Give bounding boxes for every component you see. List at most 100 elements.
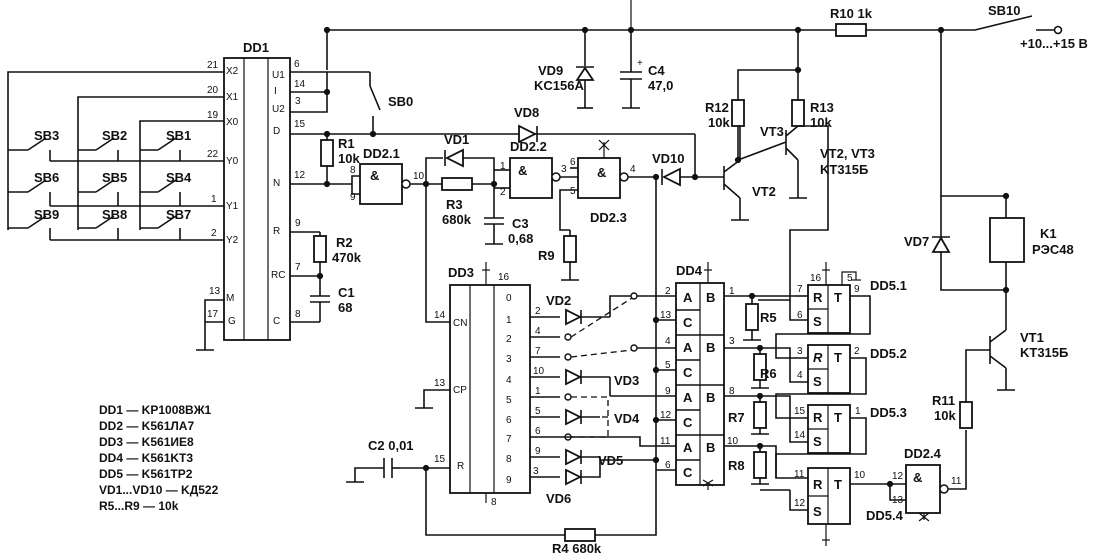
sb0-switch: SB0 [327,71,413,138]
svg-text:470k: 470k [332,250,362,265]
r10-label: R10 1k [830,6,873,21]
svg-text:G: G [228,316,236,327]
svg-text:68: 68 [338,300,352,315]
svg-text:2: 2 [500,187,506,198]
svg-text:680k: 680k [442,212,472,227]
svg-text:11: 11 [794,469,805,480]
power-rail: R10 1k SB10 +10...+15 B [323,0,1088,70]
dd5-1: R S T 7 6 9 16 5 DD5.1 [775,262,907,359]
svg-text:A: A [683,290,693,305]
diodes-vd2-vd6: VD2 VD3 VD4 VD5 VD6 [546,292,656,506]
svg-text:1: 1 [506,315,512,326]
svg-text:R: R [813,477,823,492]
svg-text:R6: R6 [760,366,777,381]
svg-text:VT3: VT3 [760,124,784,139]
svg-text:X1: X1 [226,92,239,103]
svg-text:6: 6 [797,310,803,321]
vd8-diode: VD8 [514,105,696,177]
svg-text:VT2, VT3: VT2, VT3 [820,146,875,161]
svg-text:1: 1 [500,161,506,172]
svg-text:0: 0 [506,293,512,304]
svg-text:1: 1 [729,286,735,297]
svg-text:S: S [813,374,822,389]
svg-text:C: C [683,365,693,380]
svg-text:R4 680k: R4 680k [552,541,602,556]
r9-resistor: R9 [538,230,579,281]
svg-text:7: 7 [506,434,512,445]
dd5-3: R S T 15 14 1 DD5.3 [760,395,907,479]
svg-text:4: 4 [535,326,541,337]
svg-text:7: 7 [535,346,541,357]
svg-text:SB6: SB6 [34,170,59,185]
svg-text:U1: U1 [272,70,285,81]
svg-text:SB8: SB8 [102,207,127,222]
svg-text:VT2: VT2 [752,184,776,199]
svg-text:1: 1 [855,406,861,417]
svg-text:11: 11 [660,436,671,447]
dd4-chip: DD4 A C A C A C A C B B B B [560,262,796,490]
svg-text:12: 12 [294,170,306,181]
svg-text:3: 3 [533,466,539,477]
svg-text:DD4 — K561KT3: DD4 — K561KT3 [99,451,193,465]
svg-text:DD1 — KP1008BЖ1: DD1 — KP1008BЖ1 [99,403,212,417]
svg-text:&: & [913,470,922,485]
c4-label: C4 [648,63,665,78]
svg-text:15: 15 [794,406,806,417]
svg-text:3: 3 [295,96,301,107]
svg-text:2: 2 [535,306,541,317]
svg-text:8: 8 [295,309,301,320]
svg-text:13: 13 [660,310,672,321]
svg-text:DD5.1: DD5.1 [870,278,907,293]
svg-text:3: 3 [506,354,512,365]
svg-text:C3: C3 [512,216,529,231]
svg-text:K1: K1 [1040,226,1057,241]
svg-text:13: 13 [209,286,221,297]
r2-c1-network: R2 470k C1 68 [310,232,362,322]
svg-text:DD5.4: DD5.4 [866,508,904,523]
svg-text:10: 10 [727,436,739,447]
svg-text:C: C [683,465,693,480]
svg-text:&: & [518,163,527,178]
svg-text:5: 5 [847,273,853,284]
svg-text:6: 6 [665,460,671,471]
svg-text:X0: X0 [226,117,239,128]
svg-text:12: 12 [892,471,904,482]
svg-text:&: & [370,168,379,183]
svg-text:15: 15 [434,454,446,465]
svg-text:VT1: VT1 [1020,330,1044,345]
svg-text:R13: R13 [810,100,834,115]
dd5-4: R S T 11 12 10 DD5.4 [760,445,906,546]
svg-text:VD6: VD6 [546,491,571,506]
svg-text:DD3 — K561ИE8: DD3 — K561ИE8 [99,435,194,449]
svg-text:T: T [834,477,842,492]
svg-text:VD8: VD8 [514,105,539,120]
svg-text:A: A [683,440,693,455]
svg-text:12: 12 [660,410,672,421]
svg-text:VD10: VD10 [652,151,685,166]
svg-text:10k: 10k [810,115,832,130]
supply-voltage-label: +10...+15 B [1020,36,1088,51]
svg-text:2: 2 [665,286,671,297]
svg-text:R: R [813,350,823,365]
svg-text:B: B [706,390,715,405]
svg-text:DD3: DD3 [448,265,474,280]
svg-text:4: 4 [630,164,636,175]
svg-text:3: 3 [797,346,803,357]
r5-r8-resistors: R5 R6 R7 R8 [728,292,777,485]
svg-text:DD5.3: DD5.3 [870,405,907,420]
svg-text:T: T [834,350,842,365]
svg-text:9: 9 [506,475,512,486]
svg-text:DD4: DD4 [676,263,703,278]
svg-text:7: 7 [797,284,803,295]
svg-text:VD3: VD3 [614,373,639,388]
r1-resistor: R1 10k [320,130,360,188]
svg-text:C: C [273,316,280,327]
svg-text:SB4: SB4 [166,170,192,185]
vt2-vt3-transistors: VT2 VT3 VT2, VT3 KT315Б R12 10k R13 10k [705,30,875,301]
svg-text:R5...R9 — 10k: R5...R9 — 10k [99,499,179,513]
svg-text:SB3: SB3 [34,128,59,143]
svg-text:R11: R11 [932,393,955,408]
sb10-label: SB10 [988,3,1021,18]
svg-text:SB7: SB7 [166,207,191,222]
